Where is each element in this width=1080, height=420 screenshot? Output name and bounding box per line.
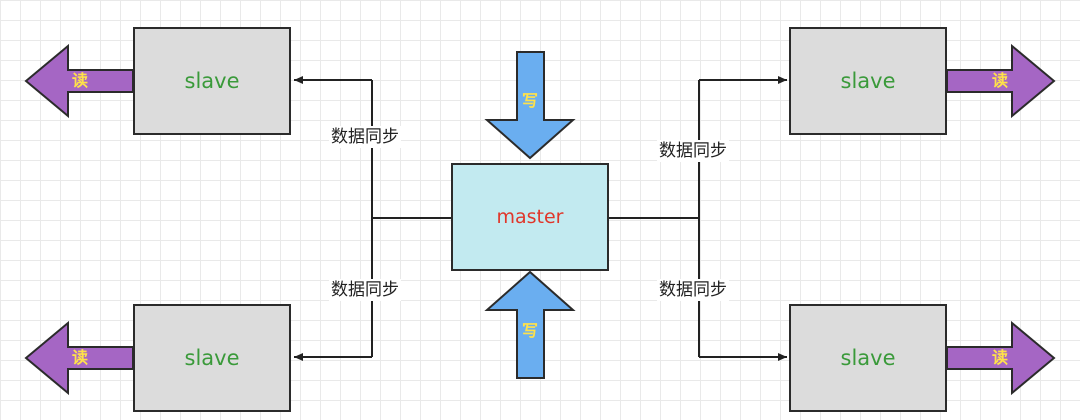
sync-label-right-top: 数据同步	[657, 140, 729, 162]
read-arrow-bottom-left	[24, 320, 134, 396]
slave-node-top-right: slave	[789, 27, 947, 135]
write-label-bottom: 写	[521, 321, 538, 340]
slave-label: slave	[840, 346, 896, 370]
sync-label-left-bottom: 数据同步	[329, 279, 401, 301]
write-label-top: 写	[521, 91, 538, 110]
read-arrow-top-left	[24, 43, 134, 119]
read-label-bottom-left: 读	[71, 348, 88, 367]
slave-node-top-left: slave	[133, 27, 291, 135]
sync-label-right-bottom: 数据同步	[657, 279, 729, 301]
slave-label: slave	[840, 69, 896, 93]
read-arrow-bottom-right	[946, 320, 1056, 396]
slave-label: slave	[184, 346, 240, 370]
read-label-top-left: 读	[71, 71, 88, 90]
write-arrow-bottom	[484, 270, 576, 379]
write-arrow-top	[484, 51, 576, 160]
read-arrow-top-right	[946, 43, 1056, 119]
slave-node-bottom-left: slave	[133, 304, 291, 412]
read-label-top-right: 读	[991, 71, 1008, 90]
slave-label: slave	[184, 69, 240, 93]
sync-label-left-top: 数据同步	[329, 126, 401, 148]
master-node: master	[451, 163, 609, 271]
read-label-bottom-right: 读	[991, 348, 1008, 367]
master-label: master	[496, 206, 564, 228]
slave-node-bottom-right: slave	[789, 304, 947, 412]
